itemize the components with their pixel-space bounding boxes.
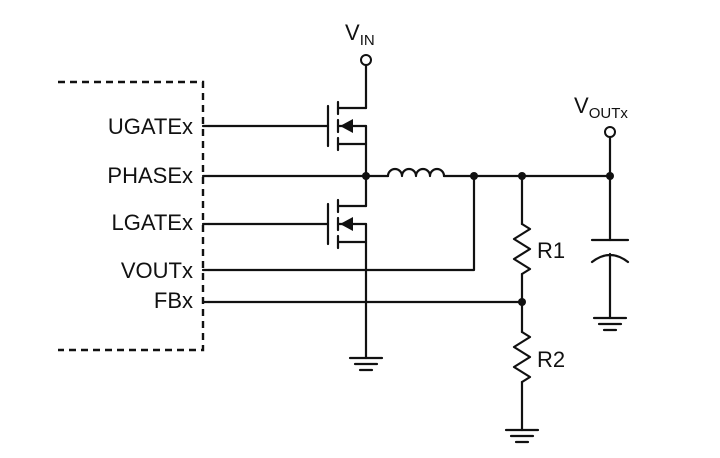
vout-terminal [604,126,616,138]
r1-label: R1 [537,238,565,263]
pin-label-ugate: UGATEx [108,114,193,139]
controller-ic-outline [58,80,205,352]
output-inductor [386,167,446,178]
pin-label-vout: VOUTx [121,258,193,283]
output-capacitor [590,174,630,320]
r2-label: R2 [537,347,565,372]
resistor-r2 [512,300,532,432]
pin-label-phase: PHASEx [107,163,193,188]
vin-terminal [360,54,372,66]
resistor-r1 [512,174,532,304]
vout-label: VOUTx [574,93,628,122]
ground-symbol-r2 [504,428,540,444]
ground-symbol-mosfet [348,356,384,372]
pin-label-lgate: LGATEx [111,210,193,235]
lower-mosfet [326,174,368,360]
vin-label: VIN [345,20,375,49]
pin-label-fb: FBx [154,288,193,313]
ground-symbol-capacitor [592,316,628,332]
phase-junction [362,172,370,180]
vout-sense-wire [207,174,476,272]
upper-mosfet [326,63,368,178]
